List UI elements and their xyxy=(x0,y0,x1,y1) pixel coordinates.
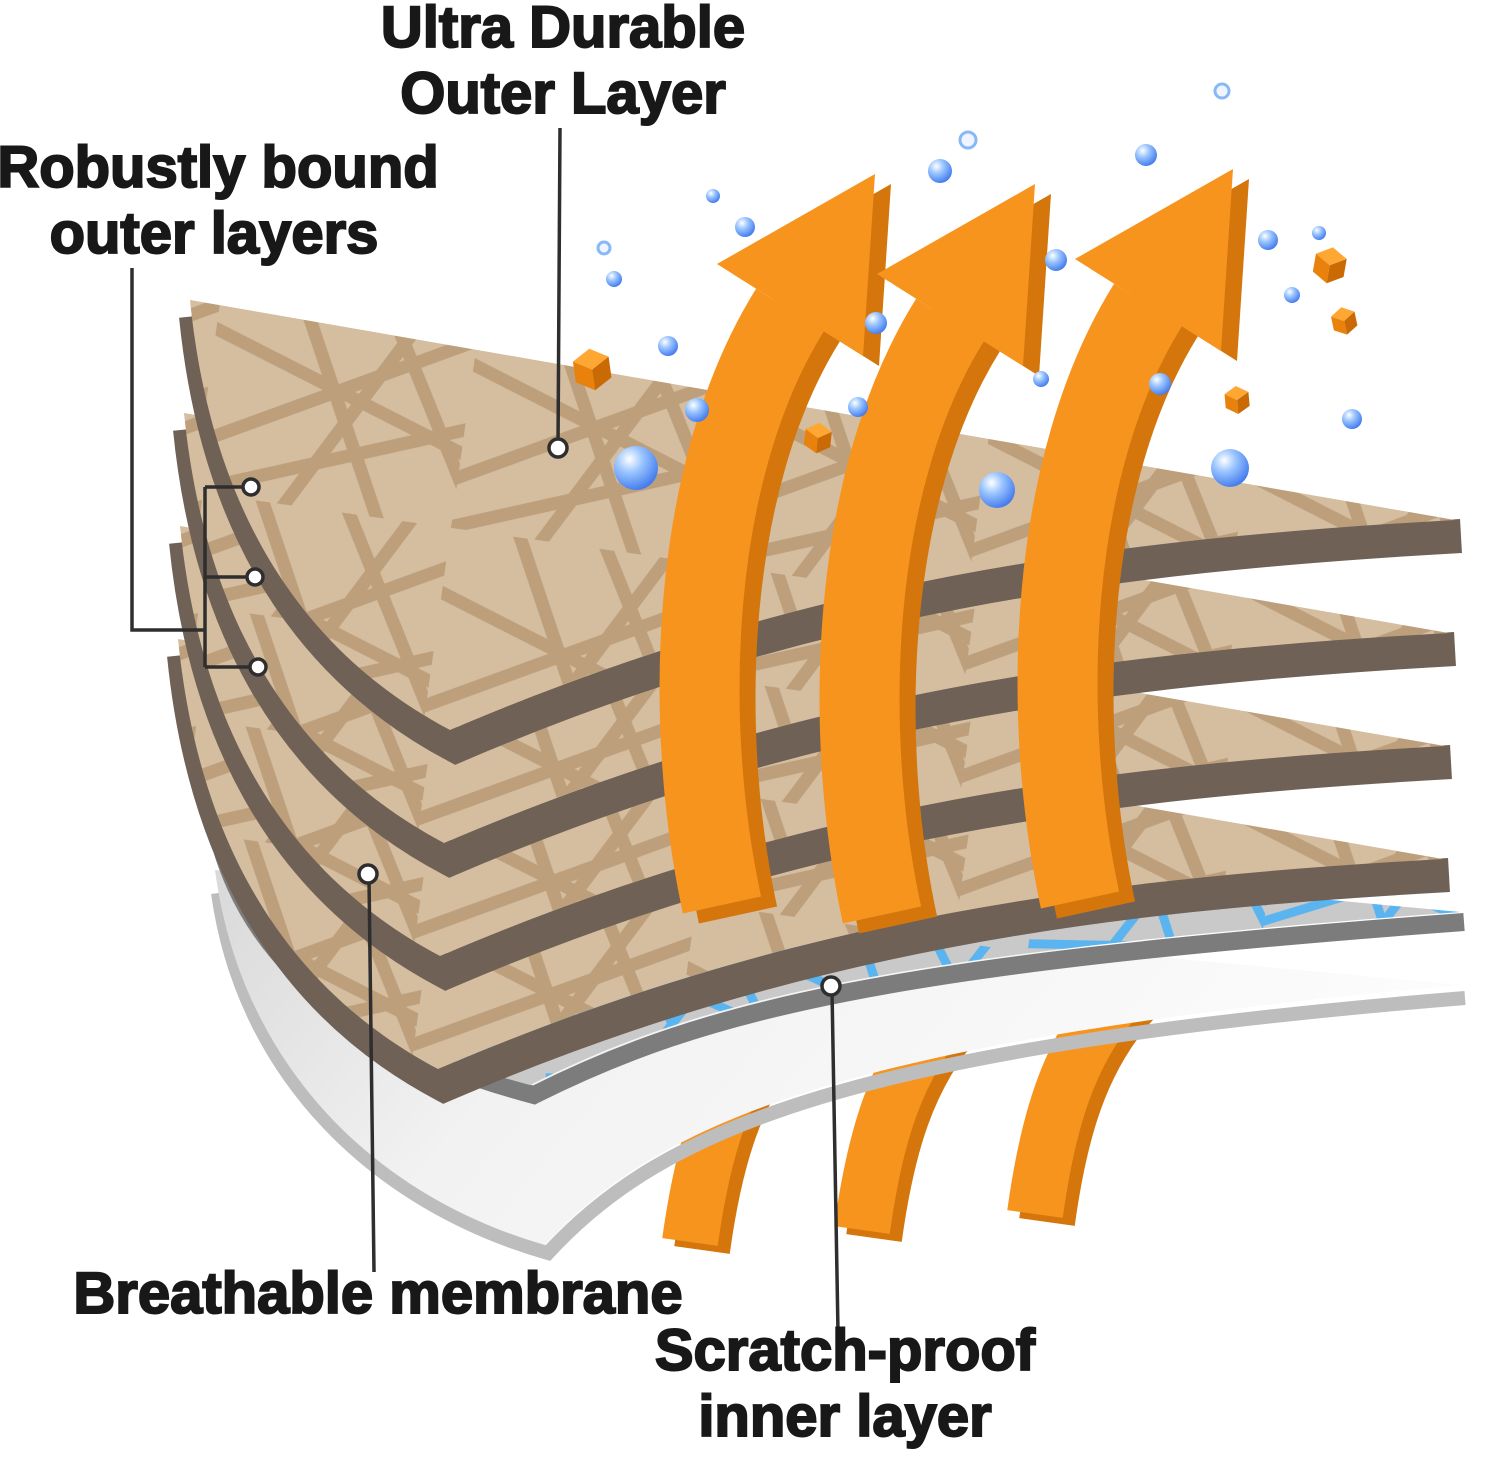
leader-dot-bound-layer-3 xyxy=(245,567,265,587)
label-robustly-bound-line1: Robustly bound xyxy=(0,135,439,200)
callout-leaders xyxy=(130,127,842,1333)
water-droplet xyxy=(1211,449,1249,487)
water-droplets xyxy=(596,82,1362,508)
inner-layer-edge xyxy=(211,892,1466,1261)
leader-dot-bound-layer-2 xyxy=(241,477,261,497)
water-droplet xyxy=(848,397,868,417)
leader-dot-inner-layer xyxy=(820,975,842,997)
leader-line-bound-layers xyxy=(130,268,252,669)
water-droplet-outline xyxy=(596,240,612,256)
water-droplet xyxy=(865,312,887,334)
leader-dot-outer-layer xyxy=(547,437,569,459)
callout-labels: Ultra Durable Outer Layer Robustly bound… xyxy=(0,0,1037,1450)
water-droplet xyxy=(1342,409,1362,429)
water-droplet xyxy=(1033,371,1049,387)
water-droplet xyxy=(1258,230,1278,250)
water-droplet xyxy=(1135,144,1157,166)
water-droplet xyxy=(1284,287,1300,303)
leader-dot-membrane xyxy=(357,863,379,885)
label-robustly-bound-line2: outer layers xyxy=(50,201,379,266)
water-droplet xyxy=(658,336,678,356)
water-droplet-outline xyxy=(1213,82,1231,100)
label-breathable-membrane: Breathable membrane xyxy=(73,1261,682,1326)
water-droplet xyxy=(685,398,709,422)
water-droplet xyxy=(928,159,952,183)
dirt-cube xyxy=(1329,304,1359,338)
water-droplet xyxy=(979,472,1015,508)
label-ultra-durable-line1: Ultra Durable xyxy=(381,0,745,60)
water-droplet xyxy=(706,189,720,203)
water-droplet-outline xyxy=(958,130,978,150)
label-scratch-proof-line2: inner layer xyxy=(698,1384,991,1449)
leader-line-outer-layer xyxy=(556,127,562,449)
water-droplet xyxy=(1045,249,1067,271)
leader-line-membrane xyxy=(367,877,376,1273)
dirt-cube xyxy=(1223,385,1251,415)
water-droplet xyxy=(1149,373,1171,395)
water-droplet xyxy=(735,217,755,237)
leader-line-inner-layer xyxy=(830,989,840,1333)
label-scratch-proof-line1: Scratch-proof xyxy=(655,1318,1036,1383)
water-droplet xyxy=(606,271,622,287)
dirt-cube xyxy=(1311,244,1349,286)
label-ultra-durable-line2: Outer Layer xyxy=(400,61,726,126)
water-droplet xyxy=(614,446,658,490)
leader-dot-bound-layer-4 xyxy=(248,657,268,677)
water-droplet xyxy=(1312,226,1326,240)
